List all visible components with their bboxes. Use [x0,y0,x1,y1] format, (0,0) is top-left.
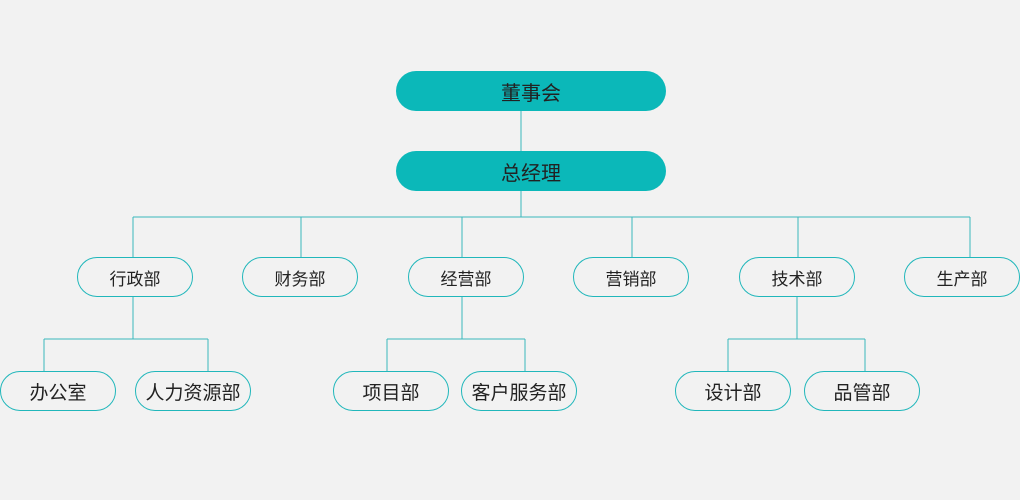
node-dept-admin: 行政部 [77,257,193,297]
node-dept-operations: 经营部 [408,257,524,297]
node-dept-marketing: 营销部 [573,257,689,297]
node-dept-production: 生产部 [904,257,1020,297]
node-dept-technology: 技术部 [739,257,855,297]
node-general-manager: 总经理 [396,151,666,191]
node-sub-customer-service: 客户服务部 [461,371,577,411]
node-sub-project: 项目部 [333,371,449,411]
node-sub-hr: 人力资源部 [135,371,251,411]
node-sub-design: 设计部 [675,371,791,411]
node-sub-office: 办公室 [0,371,116,411]
node-board: 董事会 [396,71,666,111]
node-sub-quality: 品管部 [804,371,920,411]
node-dept-finance: 财务部 [242,257,358,297]
